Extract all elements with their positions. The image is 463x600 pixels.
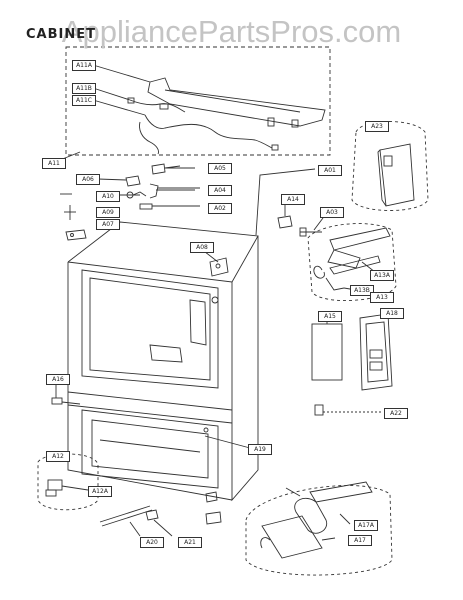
a06-part xyxy=(125,175,141,187)
label-a12[interactable]: A12 xyxy=(46,451,70,462)
a14-part xyxy=(277,215,293,229)
label-a22[interactable]: A22 xyxy=(384,408,408,419)
a04-part xyxy=(149,183,200,199)
a11-group-box xyxy=(65,46,331,156)
label-a20[interactable]: A20 xyxy=(140,537,164,548)
a15-panel xyxy=(311,323,343,381)
a07-part xyxy=(65,229,87,241)
a08-part xyxy=(209,257,229,277)
label-a07[interactable]: A07 xyxy=(96,219,120,230)
a09-part xyxy=(64,205,76,220)
label-a19[interactable]: A19 xyxy=(248,444,272,455)
label-a03[interactable]: A03 xyxy=(320,207,344,218)
label-a11c[interactable]: A11C xyxy=(72,95,96,106)
a11a-bracket xyxy=(147,77,326,128)
label-a06[interactable]: A06 xyxy=(76,174,100,185)
a03-part xyxy=(299,227,322,237)
a23-cover xyxy=(351,121,429,211)
label-a02[interactable]: A02 xyxy=(208,203,232,214)
label-a23[interactable]: A23 xyxy=(365,121,389,132)
bottom-clip-part xyxy=(205,491,218,503)
a02-part xyxy=(139,203,200,210)
label-a13[interactable]: A13 xyxy=(370,292,394,303)
label-a14[interactable]: A14 xyxy=(281,194,305,205)
a18-frame xyxy=(359,313,393,391)
a05-part xyxy=(151,163,181,175)
label-a10[interactable]: A10 xyxy=(96,191,120,202)
label-a12a[interactable]: A12A xyxy=(88,486,112,497)
a17-roller-group xyxy=(245,481,393,576)
label-a01[interactable]: A01 xyxy=(318,165,342,176)
a21-part xyxy=(145,509,159,521)
a16-part xyxy=(51,384,63,405)
label-a05[interactable]: A05 xyxy=(208,163,232,174)
label-a11a[interactable]: A11A xyxy=(72,60,96,71)
label-a21[interactable]: A21 xyxy=(178,537,202,548)
label-a15[interactable]: A15 xyxy=(318,311,342,322)
label-a11b[interactable]: A11B xyxy=(72,83,96,94)
label-a08[interactable]: A08 xyxy=(190,242,214,253)
cabinet-body xyxy=(67,221,259,502)
a13-hinge-group xyxy=(307,223,397,301)
label-a13b[interactable]: A13B xyxy=(350,285,374,296)
bottom-bracket-part xyxy=(205,511,222,525)
label-a17a[interactable]: A17A xyxy=(354,520,378,531)
a20-rod xyxy=(99,505,153,527)
section-title: CABINET xyxy=(26,27,96,42)
label-a11[interactable]: A11 xyxy=(42,158,66,169)
a11-wire-harness xyxy=(127,97,279,155)
label-a09[interactable]: A09 xyxy=(96,207,120,218)
a22-part xyxy=(314,404,324,416)
label-a13a[interactable]: A13A xyxy=(370,270,394,281)
label-a04[interactable]: A04 xyxy=(208,185,232,196)
label-a16[interactable]: A16 xyxy=(46,374,70,385)
label-a18[interactable]: A18 xyxy=(380,308,404,319)
label-a17[interactable]: A17 xyxy=(348,535,372,546)
